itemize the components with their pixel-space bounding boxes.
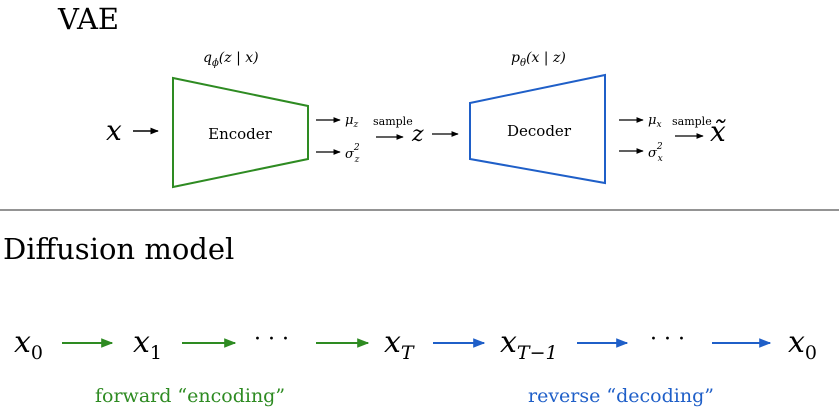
forward-encoding-label: forward “encoding” <box>95 385 285 407</box>
enc-mu-label: μz <box>345 113 358 130</box>
vae-input-x: x <box>106 114 122 147</box>
encoder-trapezoid <box>172 76 309 189</box>
reverse-decoding-label: reverse “decoding” <box>528 385 714 407</box>
diffusion-x1: x1 <box>133 325 162 364</box>
decoder-label: Decoder <box>507 122 572 140</box>
latent-z: z <box>411 122 424 147</box>
encoder-label: Encoder <box>208 125 273 143</box>
diffusion-x0-end: x0 <box>788 325 817 364</box>
output-x-tilde: x̃ <box>710 115 726 148</box>
decoder-distribution-label: pθ(x | z) <box>511 50 566 69</box>
sample-label-2: sample <box>672 115 712 128</box>
dec-mu-label: μx <box>648 113 662 130</box>
diffusion-title: Diffusion model <box>3 232 234 266</box>
diffusion-x0: x0 <box>14 325 43 364</box>
encoder-distribution-label: qϕ(z | x) <box>203 50 259 69</box>
vae-title: VAE <box>57 2 119 36</box>
diffusion-xT-minus-1: xT−1 <box>500 325 558 364</box>
diffusion-dots-1: · · · <box>254 327 289 352</box>
decoder-trapezoid <box>469 73 606 185</box>
sample-label-1: sample <box>373 115 413 128</box>
diffusion-dots-2: · · · <box>650 327 685 352</box>
diffusion-xT: xT <box>384 325 415 364</box>
